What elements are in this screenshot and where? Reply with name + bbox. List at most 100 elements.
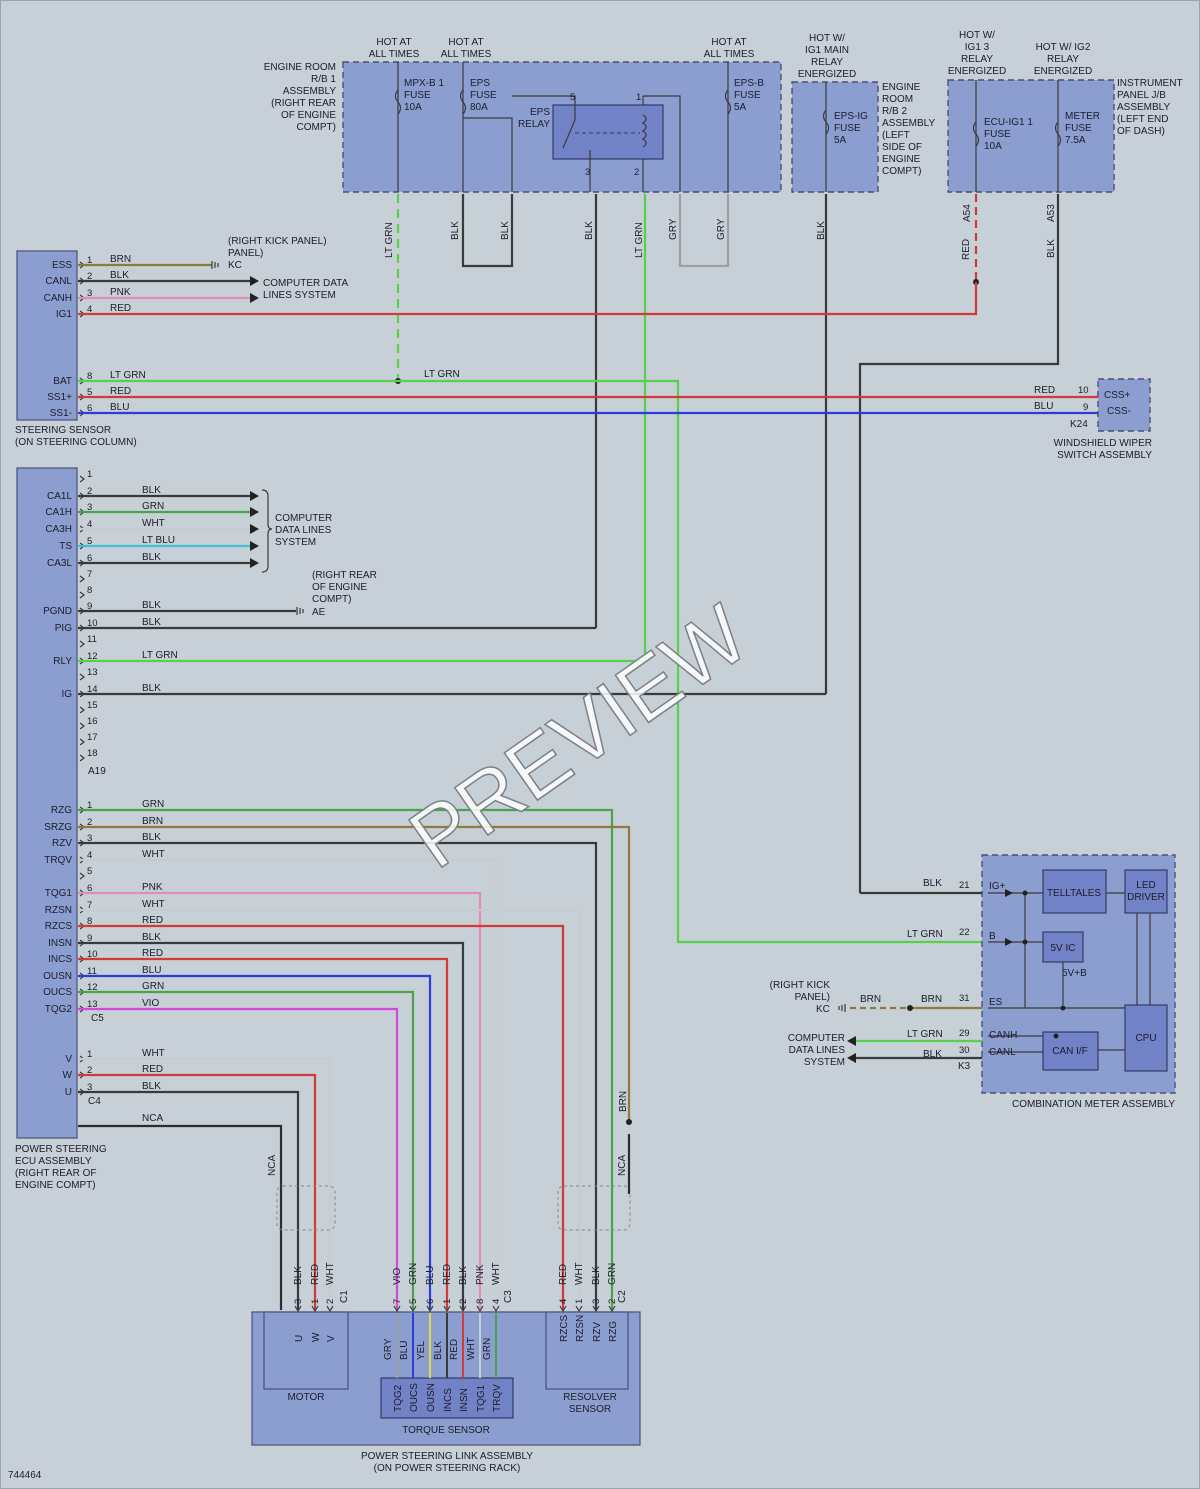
conn-a19: A19: [88, 766, 106, 777]
c3-name-8: TQG1: [476, 1384, 487, 1412]
c4-num-2: 2: [87, 1065, 92, 1076]
relay-pin-5: 5: [570, 92, 575, 103]
c5-name-13: TQG2: [45, 1004, 73, 1015]
steer-name-1: ESS: [52, 260, 72, 271]
combination-meter: COMBINATION METER ASSEMBLY TELLTALES LED…: [770, 854, 1176, 1110]
a19-num-5: 5: [87, 536, 92, 547]
c5-color-13: VIO: [142, 998, 159, 1009]
c2-color-3: BLK: [591, 1266, 602, 1285]
meter-n21: 21: [959, 880, 970, 891]
a19-num-11: 11: [87, 634, 97, 645]
relay-pin-2: 2: [634, 167, 639, 178]
c2-pin-2: [608, 1305, 616, 1313]
c3-inner-1: BLK: [433, 1341, 444, 1360]
c5-name-11: OUSN: [43, 971, 72, 982]
lbl-blk-meter21: BLK: [923, 878, 942, 889]
meter-n31: 31: [959, 993, 970, 1004]
a19-name-2: CA1L: [47, 491, 72, 502]
steer-color-5: RED: [110, 386, 131, 397]
meter-n29: 29: [959, 1028, 970, 1039]
a19-num-18: 18: [87, 748, 98, 759]
conn-c3: C3: [503, 1290, 514, 1303]
c2-pin-3: [592, 1305, 600, 1313]
lbl-ltgrn-meter29: LT GRN: [907, 1029, 943, 1040]
conn-c4: C4: [88, 1096, 101, 1107]
c2-num-2: 2: [607, 1299, 618, 1304]
c1-color-3: BLK: [293, 1266, 304, 1285]
a19-pin-1: [79, 475, 85, 483]
steer-num-4: 4: [87, 304, 92, 315]
c5-num-5: 5: [87, 866, 92, 877]
steer-name-5: SS1+: [47, 392, 72, 403]
c2-num-4: 4: [558, 1299, 569, 1304]
c1-color-2: WHT: [325, 1262, 336, 1285]
lbl-ltgrn-640: LT GRN: [634, 222, 645, 258]
c5-name-4: TRQV: [44, 855, 72, 866]
c2-name-3: RZV: [592, 1322, 603, 1342]
c3-inner-6: YEL: [416, 1341, 427, 1360]
a19-num-14: 14: [87, 684, 98, 695]
steer-num-6: 6: [87, 403, 92, 414]
a19-num-10: 10: [87, 618, 98, 629]
c3-num-6: 6: [425, 1299, 436, 1304]
c2-pin-4: [559, 1305, 567, 1313]
a19-num-3: 3: [87, 502, 92, 513]
a19-num-7: 7: [87, 569, 92, 580]
steer-color-6: BLU: [110, 402, 129, 413]
steer-color-3: PNK: [110, 287, 131, 298]
c3-name-4: TRQV: [492, 1384, 503, 1412]
c2-color-4: RED: [558, 1264, 569, 1285]
c5-color-2: BRN: [142, 816, 163, 827]
five-v-ic: 5V IC: [1050, 943, 1075, 954]
c3-color-6: BLU: [425, 1266, 436, 1285]
c4-color-3: BLK: [142, 1081, 161, 1092]
wiper-css-minus: CSS-: [1107, 406, 1131, 417]
c4-name-2: W: [63, 1070, 73, 1081]
lbl-gry-675: GRY: [668, 218, 679, 240]
a19-num-16: 16: [87, 716, 98, 727]
c3-num-7: 7: [392, 1299, 403, 1304]
c3-name-5: OUCS: [409, 1383, 420, 1412]
c1-name-1: W: [311, 1332, 322, 1342]
relay-pin-1: 1: [636, 92, 641, 103]
c5-num-7: 7: [87, 900, 92, 911]
meter-pin-canl: CANL: [989, 1047, 1016, 1058]
wiper-pin-9: 9: [1083, 402, 1088, 413]
steer-num-5: 5: [87, 387, 92, 398]
meter-pin-b: B: [989, 931, 996, 942]
a19-num-8: 8: [87, 585, 92, 596]
c5-color-9: BLK: [142, 932, 161, 943]
c5-name-2: SRZG: [44, 822, 72, 833]
lbl-nca-ecu: NCA: [142, 1113, 163, 1124]
c1-name-3: U: [294, 1335, 305, 1342]
ground-ae-id: AE: [312, 607, 326, 618]
ps-link-assembly: POWER STEERING LINK ASSEMBLY(ON POWER ST…: [251, 1262, 641, 1474]
a19-num-6: 6: [87, 553, 92, 564]
c5-color-12: GRN: [142, 981, 164, 992]
c5-num-1: 1: [87, 800, 92, 811]
c5-name-3: RZV: [52, 838, 72, 849]
five-v-b: 5V+B: [1062, 968, 1087, 979]
steer-name-2: CANL: [45, 276, 72, 287]
a19-color-14: BLK: [142, 683, 161, 694]
c3-color-5: GRN: [408, 1263, 419, 1285]
c3-num-4: 4: [491, 1299, 502, 1304]
c5-name-9: INSN: [48, 938, 72, 949]
c5-color-11: BLU: [142, 965, 161, 976]
lbl-ltgrn-meter22: LT GRN: [907, 929, 943, 940]
a19-num-12: 12: [87, 651, 98, 662]
a19-pin-17: [79, 738, 85, 746]
a19-num-15: 15: [87, 700, 98, 711]
c3-pin-8: [476, 1305, 484, 1313]
c2-color-1: WHT: [574, 1262, 585, 1285]
c4-num-1: 1: [87, 1049, 92, 1060]
c5-color-8: RED: [142, 915, 163, 926]
